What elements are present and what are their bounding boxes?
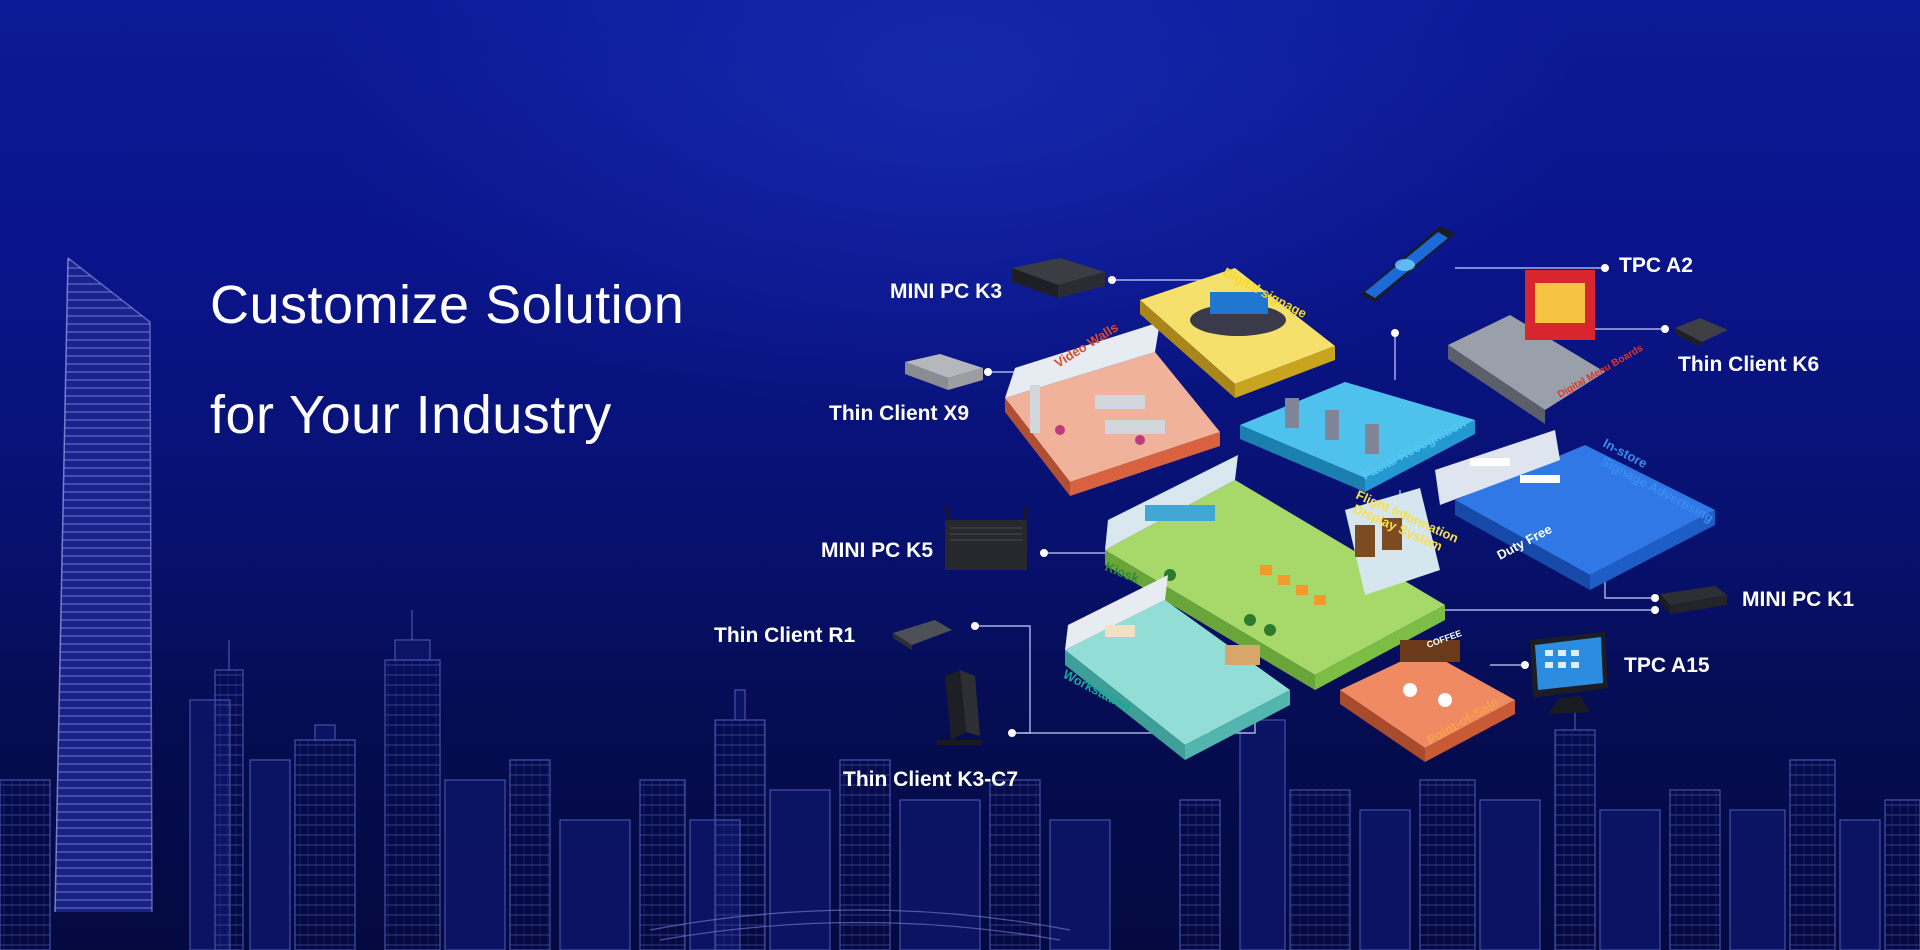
platform-digital-menu-boards bbox=[1448, 270, 1605, 424]
platform-duty-free bbox=[1435, 430, 1715, 590]
device-label-thin-client-r1: Thin Client R1 bbox=[714, 624, 856, 647]
left-tower bbox=[54, 257, 153, 913]
tpc-a2-device bbox=[1360, 226, 1455, 302]
device-label-tpc-a2: TPC A2 bbox=[1619, 254, 1693, 277]
thin-client-k6-device bbox=[1675, 318, 1728, 348]
platform-point-of-sale bbox=[1340, 640, 1515, 762]
minipc-k1-device bbox=[1660, 586, 1727, 614]
minipc-k5-device bbox=[944, 504, 1029, 570]
device-label-tpc-a15: TPC A15 bbox=[1624, 654, 1710, 677]
platform-flight-info bbox=[1345, 488, 1440, 595]
device-label-thin-client-x9: Thin Client X9 bbox=[829, 402, 970, 425]
connector-dots bbox=[971, 264, 1669, 737]
headline-line-1: Customize Solution bbox=[210, 275, 685, 335]
headline-line-2: for Your Industry bbox=[210, 385, 612, 445]
platform-video-walls bbox=[1005, 322, 1220, 496]
platform-digital-signage bbox=[1140, 268, 1335, 398]
platform-facial-recognition bbox=[1240, 382, 1475, 492]
thin-client-k3c7-device bbox=[937, 670, 982, 745]
device-label-thin-client-k3c7: Thin Client K3-C7 bbox=[843, 768, 1019, 791]
thin-client-r1-device bbox=[893, 620, 952, 650]
device-label-minipc-k5: MINI PC K5 bbox=[821, 539, 934, 562]
minipc-k3-device bbox=[1012, 258, 1105, 298]
device-label-minipc-k3: MINI PC K3 bbox=[890, 280, 1003, 303]
device-label-thin-client-k6: Thin Client K6 bbox=[1678, 353, 1820, 376]
device-label-minipc-k1: MINI PC K1 bbox=[1742, 588, 1855, 611]
platform-workstation bbox=[1065, 575, 1290, 760]
thin-client-x9-device bbox=[905, 354, 983, 390]
tpc-a15-device bbox=[1530, 632, 1608, 714]
